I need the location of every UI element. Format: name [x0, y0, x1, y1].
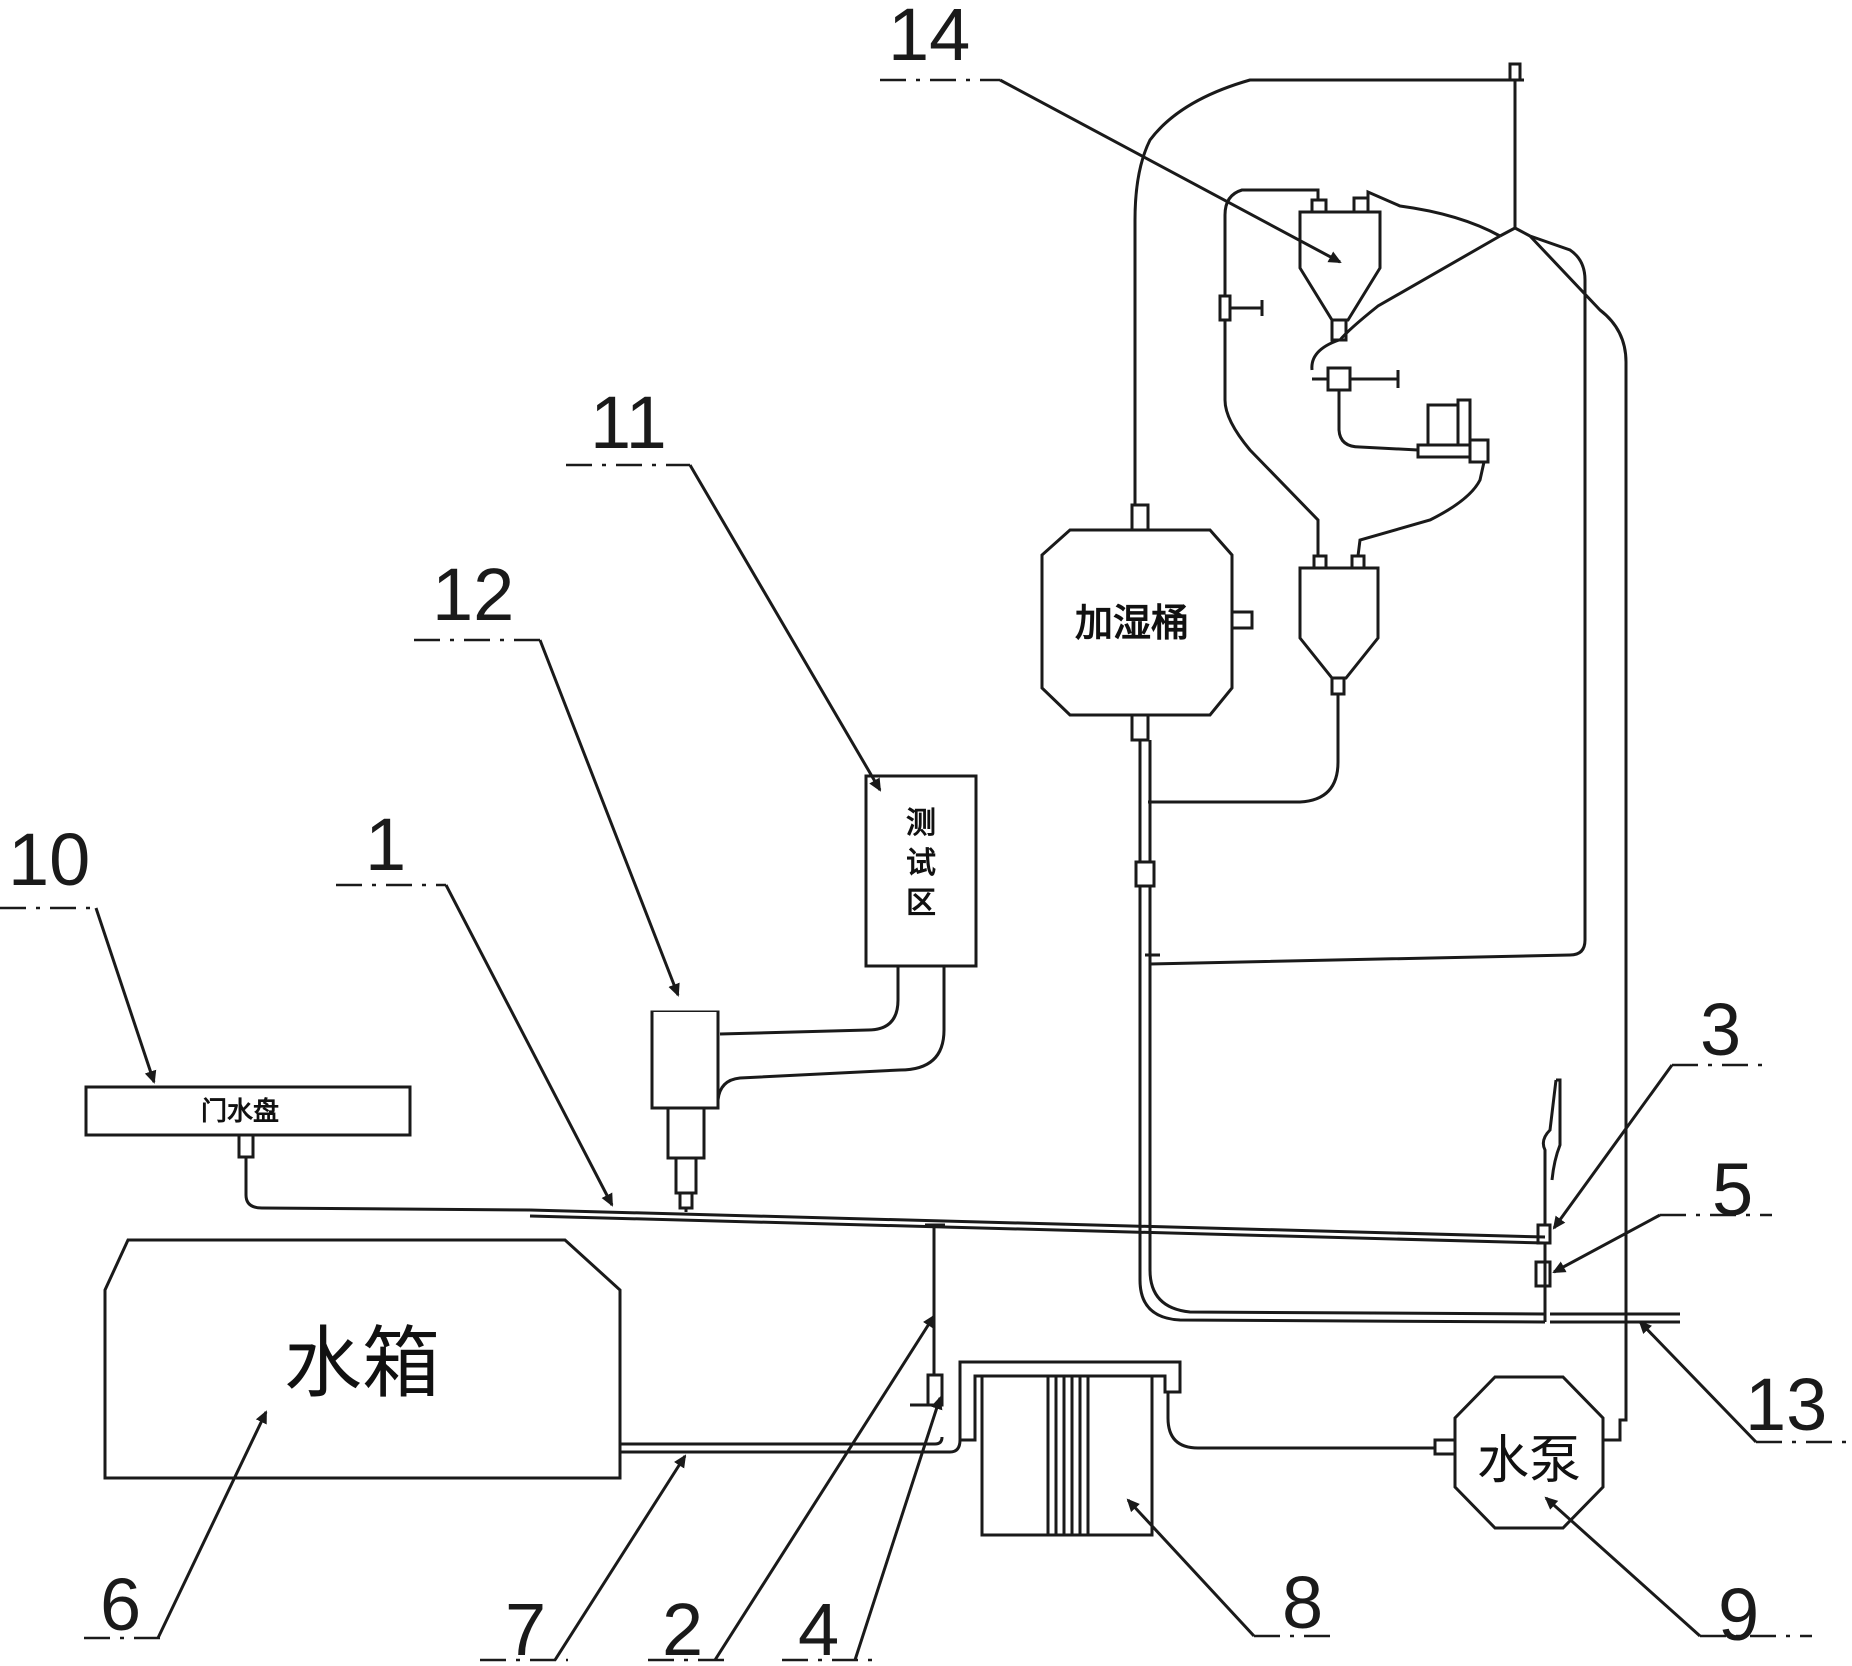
callout-2: 2 — [662, 1588, 703, 1666]
water-tank: 水箱 — [103, 1238, 622, 1480]
water-tank-label: 水箱 — [284, 1319, 440, 1409]
pressure-valve — [1416, 398, 1490, 464]
callout-8: 8 — [1282, 1561, 1323, 1644]
upper-reservoir — [1298, 196, 1382, 342]
callout-5: 5 — [1712, 1148, 1753, 1231]
callout-3: 3 — [1700, 988, 1741, 1071]
callout-14: 14 — [888, 0, 970, 76]
drain-collector — [650, 1010, 720, 1210]
test-area: 测 试 区 — [864, 774, 978, 968]
lower-reservoir — [1298, 554, 1380, 696]
callout-4: 4 — [798, 1588, 839, 1666]
valve-5 — [1534, 1260, 1552, 1288]
callout-10: 10 — [8, 818, 90, 901]
callout-13: 13 — [1745, 1363, 1827, 1446]
valve-3 — [1536, 1223, 1552, 1245]
filter-unit — [958, 1360, 1182, 1537]
test-area-char-2: 试 — [906, 846, 936, 881]
callout-1: 1 — [365, 803, 406, 886]
humidifier-label: 加湿桶 — [1075, 601, 1189, 645]
callout-11: 11 — [590, 381, 667, 464]
door-water-tray: 门水盘 — [84, 1085, 412, 1159]
pump-label: 水泵 — [1477, 1431, 1581, 1491]
test-area-char-1: 测 — [906, 806, 936, 841]
test-area-char-3: 区 — [906, 886, 936, 921]
door-water-tray-label: 门水盘 — [201, 1096, 279, 1127]
humidifier-bucket: 加湿桶 — [1040, 503, 1254, 742]
pipes — [244, 78, 1680, 1454]
side-tap — [1218, 294, 1264, 322]
y-junction — [1499, 62, 1531, 238]
callout-7: 7 — [505, 1588, 546, 1666]
callout-6: 6 — [100, 1563, 141, 1646]
valve-4 — [910, 1373, 944, 1407]
water-pump: 水泵 — [1433, 1375, 1605, 1530]
callout-12: 12 — [432, 553, 514, 636]
cross-fitting — [1312, 366, 1400, 392]
callout-9: 9 — [1718, 1573, 1759, 1656]
